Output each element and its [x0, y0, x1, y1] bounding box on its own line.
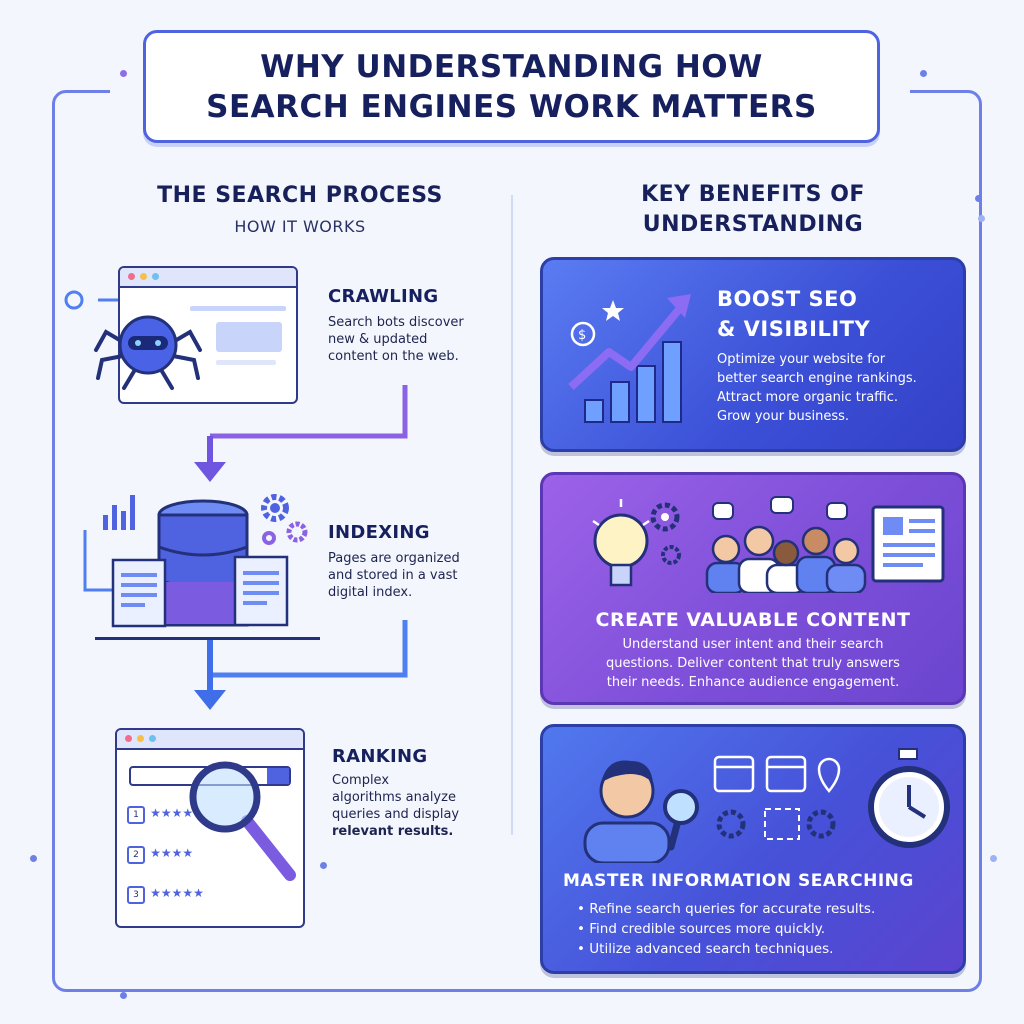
gear-icon	[261, 494, 308, 545]
process-connectors	[64, 290, 408, 710]
svg-text:$: $	[578, 328, 586, 343]
benefit-card-search: MASTER INFORMATION SEARCHING Refine sear…	[540, 724, 966, 974]
magnifier-icon	[189, 761, 296, 881]
title-line-2: SEARCH ENGINES WORK MATTERS	[206, 88, 817, 125]
decor-dot	[990, 855, 997, 862]
step-desc-crawling: Search bots discover new & updated conte…	[328, 315, 464, 364]
search-process-heading: THE SEARCH PROCESS	[157, 183, 443, 208]
result-row: 2 ★★★★	[127, 842, 193, 864]
stopwatch-icon	[868, 748, 950, 848]
card-text-seo: Optimize your website for better search …	[717, 352, 917, 424]
search-tips-list: Refine search queries for accurate resul…	[577, 899, 875, 959]
result-row: 1 ★★★★	[127, 802, 193, 824]
benefit-card-seo: $ BOOST SEO & VISIBILITY Optimize your w…	[540, 257, 966, 452]
benefits-heading: KEY BENEFITS OF UNDERSTANDING	[641, 182, 865, 237]
calendar-icon	[713, 755, 841, 840]
decor-dot	[978, 215, 985, 222]
step-desc-ranking: Complex algorithms analyze queries and d…	[332, 773, 460, 839]
column-divider	[511, 195, 513, 835]
card-title-search: MASTER INFORMATION SEARCHING	[563, 871, 914, 891]
page-title: WHY UNDERSTANDING HOW SEARCH ENGINES WOR…	[143, 30, 880, 143]
document-book-icon	[871, 505, 945, 583]
benefit-card-content: CREATE VALUABLE CONTENT Understand user …	[540, 472, 966, 705]
list-item: Utilize advanced search techniques.	[577, 939, 875, 959]
card-title-content: CREATE VALUABLE CONTENT	[595, 609, 911, 631]
list-item: Find credible sources more quickly.	[577, 919, 875, 939]
decor-dot	[920, 70, 927, 77]
decor-dot	[30, 855, 37, 862]
database-icon	[95, 495, 320, 640]
growth-chart-icon: $	[568, 294, 691, 423]
decor-dot	[120, 992, 127, 999]
spider-icon	[94, 315, 202, 390]
title-line-1: WHY UNDERSTANDING HOW	[260, 48, 763, 85]
person-magnifier-icon	[583, 760, 699, 863]
window-titlebar	[117, 730, 303, 750]
window-titlebar	[120, 268, 296, 288]
lightbulb-icon	[592, 499, 681, 587]
card-text-content: Understand user intent and their search …	[606, 637, 900, 690]
step-title-crawling: CRAWLING	[328, 286, 439, 307]
result-row: 3 ★★★★★	[127, 882, 204, 904]
search-process-subheading: HOW IT WORKS	[234, 217, 366, 236]
decor-dot	[320, 862, 327, 869]
list-item: Refine search queries for accurate resul…	[577, 899, 875, 919]
card-title-seo: BOOST SEO & VISIBILITY	[717, 287, 871, 341]
decor-dot	[120, 70, 127, 77]
decor-dot	[975, 195, 982, 202]
step-title-indexing: INDEXING	[328, 522, 430, 543]
step-desc-indexing: Pages are organized and stored in a vast…	[328, 551, 460, 600]
audience-icon	[705, 496, 867, 593]
step-title-ranking: RANKING	[332, 746, 428, 767]
